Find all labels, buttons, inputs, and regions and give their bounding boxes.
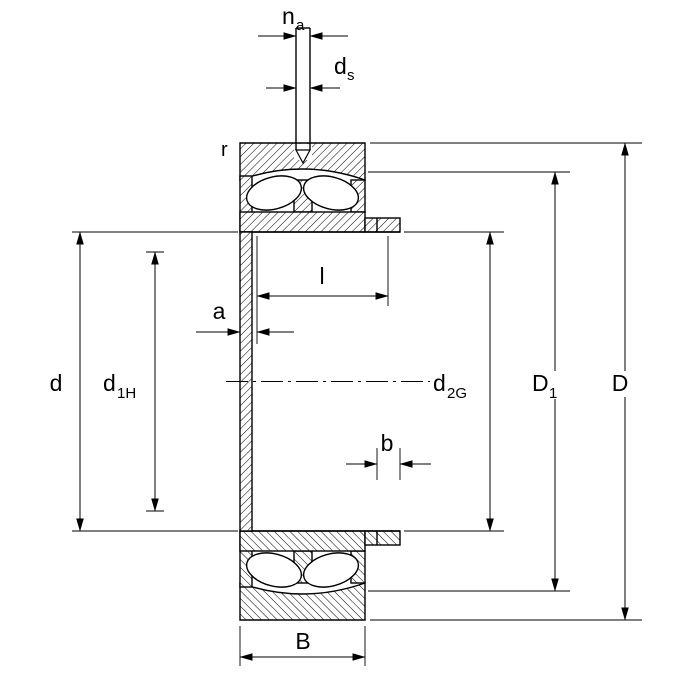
label-D1-sub: 1 [549,385,557,402]
bearing-top-half [239,142,401,233]
label-b: b [381,430,394,456]
dim-B: B [239,626,366,666]
dim-na: n a [258,3,348,40]
label-d1h-sub: 1H [117,385,136,402]
label-B: B [295,628,310,654]
dim-ds: d s [266,53,355,92]
dim-d: d [50,231,238,532]
label-d2g-sub: 2G [447,385,467,402]
label-na: n [282,3,295,29]
label-na-sub: a [296,17,305,34]
dim-D: D [370,142,642,621]
label-l: l [319,263,324,289]
dim-D1: D 1 [368,171,570,592]
dim-d1h: d 1H [103,251,164,512]
label-d2g: d [433,370,446,396]
bearing-bottom-half [239,530,401,621]
dim-d2g: d 2G [404,231,504,532]
label-ds: d [334,53,347,79]
label-ds-sub: s [347,67,355,84]
dim-l: l [256,236,389,344]
label-D1: D [532,370,549,396]
label-d1h: d [103,370,116,396]
label-D: D [612,370,629,396]
dim-a: a [196,298,294,336]
dim-b: b [346,430,431,480]
hole-cone [294,149,312,165]
label-d: d [50,370,63,396]
label-a: a [213,298,226,324]
label-r: r [221,139,228,161]
